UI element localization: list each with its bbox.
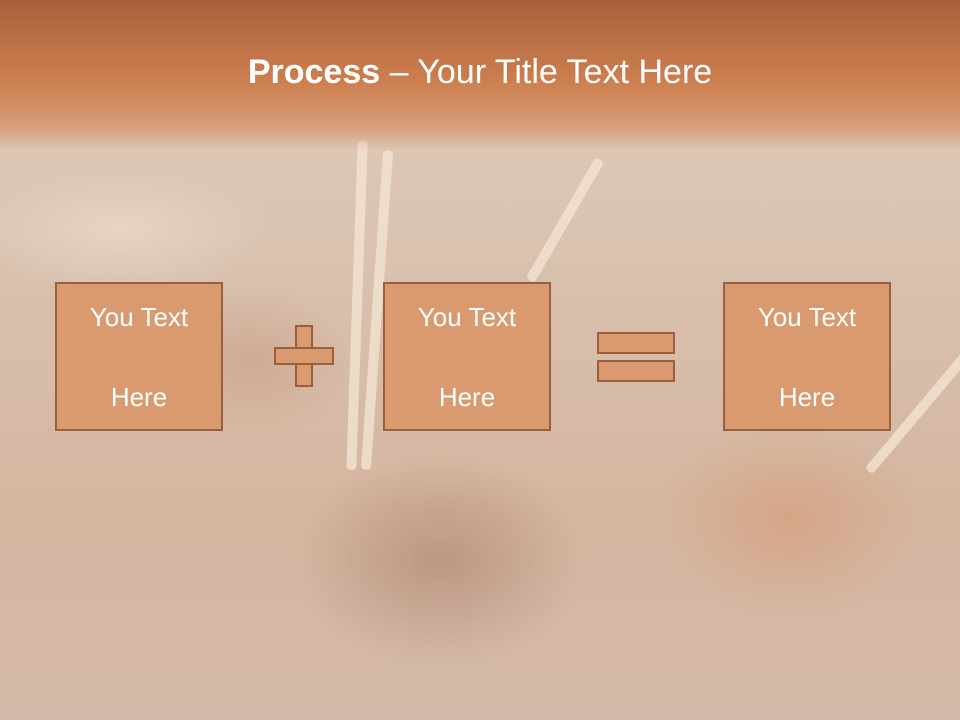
box-2-line2: Here <box>438 381 496 412</box>
equals-icon-bottom-bar <box>597 360 675 382</box>
box-1-line2: Here <box>110 381 168 412</box>
box-1-line1: You Text <box>89 301 189 332</box>
equals-icon-top-bar <box>597 332 675 354</box>
title-rest: – Your Title Text Here <box>380 53 713 91</box>
title-band <box>0 0 960 150</box>
slide-title: Process – Your Title Text Here <box>0 53 960 92</box>
box-3-line2: Here <box>778 381 836 412</box>
chopstick-decoration <box>525 156 605 284</box>
title-bold: Process <box>247 53 381 91</box>
plus-icon-center <box>297 349 311 363</box>
chopstick-decoration <box>346 139 368 471</box>
box-3-line1: You Text <box>757 301 857 332</box>
box-2-line1: You Text <box>417 301 517 332</box>
